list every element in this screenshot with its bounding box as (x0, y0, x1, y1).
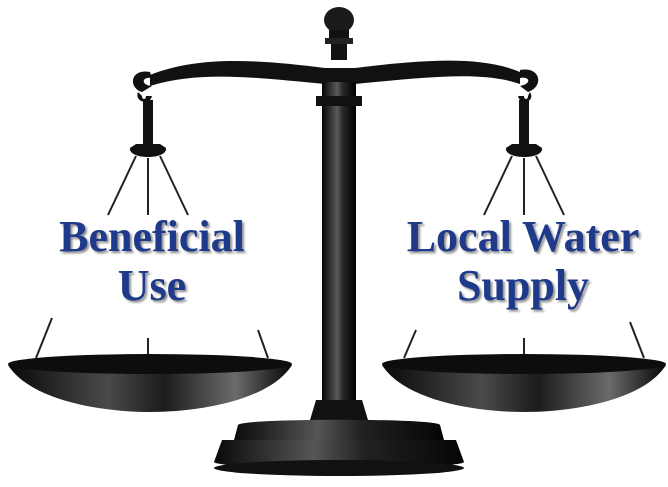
left-pan-label-line-2: Use (117, 261, 187, 311)
right-pan-label: Local Water Supply (384, 212, 662, 311)
scale-beam (132, 60, 539, 102)
left-pan-hanger (35, 100, 269, 362)
left-pan-label-line-1: Beneficial (59, 212, 245, 261)
scale-pole (322, 82, 356, 410)
left-pan (8, 354, 292, 412)
right-pan-label-line-1: Local Water (406, 212, 640, 261)
left-pan-label: Beneficial Use (38, 212, 266, 311)
scale-finial (324, 7, 354, 60)
right-pan-label-line-2: Supply (456, 261, 590, 311)
right-pan-hanger (403, 100, 645, 362)
scale-base (214, 419, 464, 476)
right-pan (382, 354, 666, 412)
